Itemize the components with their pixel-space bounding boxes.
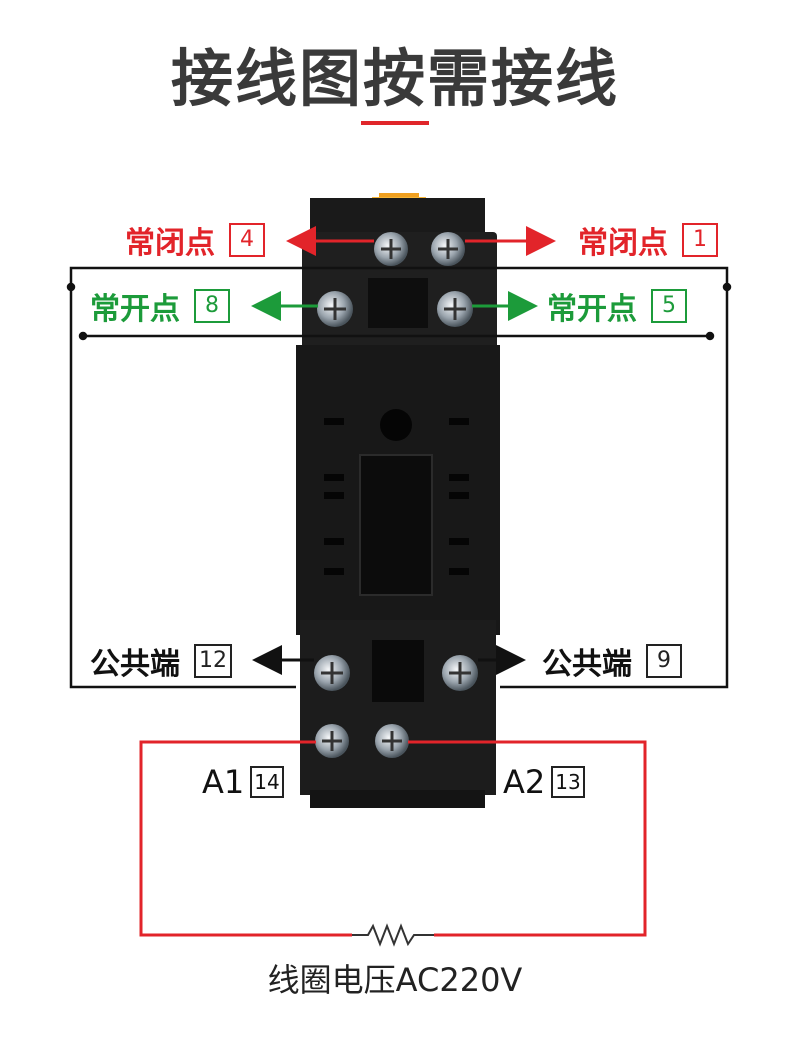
page-title: 接线图按需接线 xyxy=(170,42,619,115)
screw-5 xyxy=(437,291,473,327)
com-left-text: 公共端 xyxy=(90,647,180,682)
no-right-label: 常开点 5 xyxy=(547,286,687,327)
relay-socket-body xyxy=(296,198,500,808)
no-right-text: 常开点 xyxy=(547,292,637,327)
a2-text: A2 xyxy=(503,763,546,801)
screw-4 xyxy=(374,232,408,266)
a2-label: A2 13 xyxy=(503,763,585,801)
terminal-number-14: 14 xyxy=(250,766,284,798)
nc-left-label: 常闭点 4 xyxy=(125,220,265,261)
terminal-number-4: 4 xyxy=(229,223,265,257)
terminal-number-9: 9 xyxy=(646,644,682,678)
com-right-text: 公共端 xyxy=(542,647,632,682)
coil-circuit xyxy=(139,740,647,937)
screw-14 xyxy=(315,724,349,758)
a1-label: A1 14 xyxy=(202,763,284,801)
screw-12 xyxy=(314,655,350,691)
a1-text: A1 xyxy=(202,763,245,801)
com-right-label: 公共端 9 xyxy=(542,641,682,682)
title-underline xyxy=(361,121,429,125)
terminal-number-1: 1 xyxy=(682,223,718,257)
no-left-text: 常开点 xyxy=(90,292,180,327)
terminal-number-13: 13 xyxy=(551,766,585,798)
terminal-number-5: 5 xyxy=(651,289,687,323)
resistor-symbol xyxy=(352,923,434,947)
terminal-number-8: 8 xyxy=(194,289,230,323)
nc-right-label: 常闭点 1 xyxy=(578,220,718,261)
screw-13 xyxy=(375,724,409,758)
com-left-label: 公共端 12 xyxy=(90,641,232,682)
screw-9 xyxy=(442,655,478,691)
terminal-number-12: 12 xyxy=(194,644,232,678)
common-wire-frame xyxy=(66,266,732,689)
screw-1 xyxy=(431,232,465,266)
no-left-label: 常开点 8 xyxy=(90,286,230,327)
nc-right-text: 常闭点 xyxy=(578,226,668,261)
coil-voltage-caption: 线圈电压AC220V xyxy=(267,961,523,999)
nc-left-text: 常闭点 xyxy=(125,226,215,261)
terminal-screws xyxy=(314,232,478,758)
pin-slots xyxy=(324,418,469,575)
screw-8 xyxy=(317,291,353,327)
